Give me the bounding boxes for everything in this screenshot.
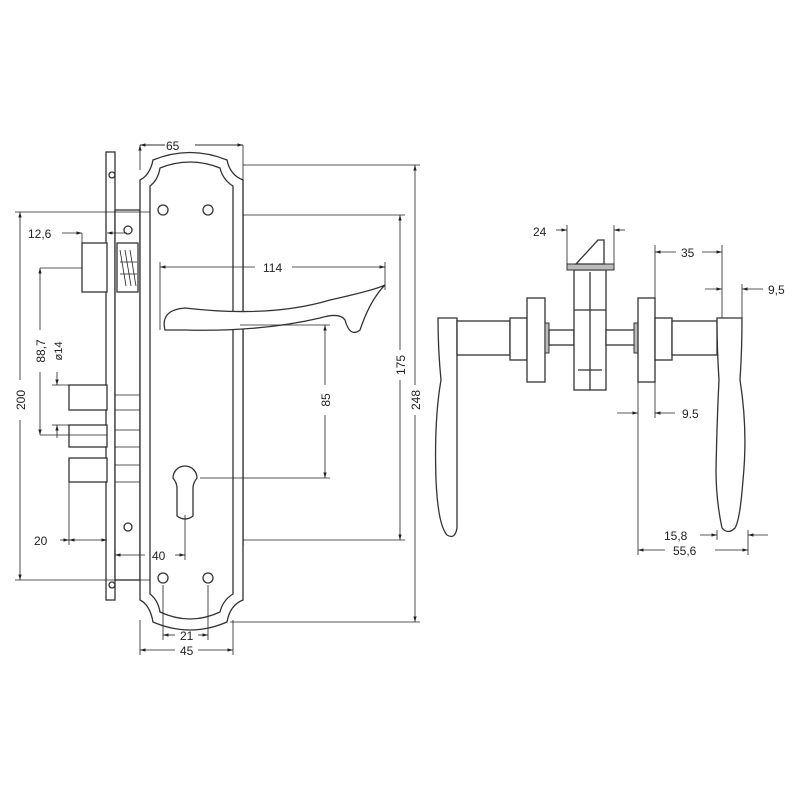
side-view-handle-set (434, 239, 746, 538)
dim-backset: 40 (152, 549, 166, 563)
dim-plate-bottom-width: 45 (180, 644, 194, 658)
dim-plate-height: 248 (409, 390, 423, 410)
screw-icon (202, 572, 214, 584)
dim-lever-length: 114 (263, 261, 282, 275)
dim-plate-width: 65 (166, 139, 180, 153)
dim-latch-to-bolt: 88,7 (34, 339, 48, 363)
dim-cylinder-flange: 24 (533, 225, 547, 239)
dead-bolt-3 (68, 457, 108, 483)
thumb-turn (574, 239, 605, 265)
side-dimensions (556, 225, 768, 555)
dim-latch-projection: 12,6 (28, 227, 52, 241)
screw-icon (108, 171, 116, 179)
dim-lock-height: 200 (14, 390, 28, 410)
latch-spring (116, 242, 139, 293)
dim-center-distance: 85 (319, 393, 333, 407)
keyhole (172, 465, 198, 520)
side-dimension-labels: 24 35 9,5 9.5 15,8 55,6 (533, 225, 785, 558)
dim-grip-width: 15,8 (664, 529, 688, 543)
right-lever-grip (715, 317, 746, 533)
screw-icon (108, 581, 116, 589)
left-lever-grip (434, 317, 458, 538)
screw-icon (202, 204, 214, 216)
dead-bolt-2 (68, 424, 108, 448)
screw-icon (157, 572, 169, 584)
dim-lever-thickness: 9,5 (768, 283, 785, 297)
handle-plate (139, 151, 386, 631)
latch-bolt (81, 242, 108, 293)
dim-rose-thickness: 9.5 (682, 407, 699, 421)
screw-icon (123, 522, 133, 532)
mortise-lock-body (68, 151, 141, 601)
dim-rose-to-lever: 35 (681, 246, 695, 260)
left-rose (526, 297, 546, 383)
cylinder-flange (566, 263, 615, 271)
screw-icon (157, 204, 169, 216)
dead-bolt-1 (68, 384, 108, 411)
front-dimension-labels: 65 12,6 114 88,7 ø14 200 85 175 248 20 4… (14, 139, 423, 658)
front-dimensions (15, 145, 420, 655)
dim-back-plate-height: 175 (394, 355, 408, 375)
dim-screw-spacing: 21 (180, 629, 194, 643)
lever-handle (163, 284, 386, 334)
dim-bolt-projection: 20 (34, 534, 48, 548)
screw-icon (123, 225, 133, 235)
dim-bolt-diameter: ø14 (53, 342, 65, 361)
spindle (548, 329, 575, 346)
dim-total-projection: 55,6 (673, 544, 697, 558)
right-rose (637, 297, 656, 383)
